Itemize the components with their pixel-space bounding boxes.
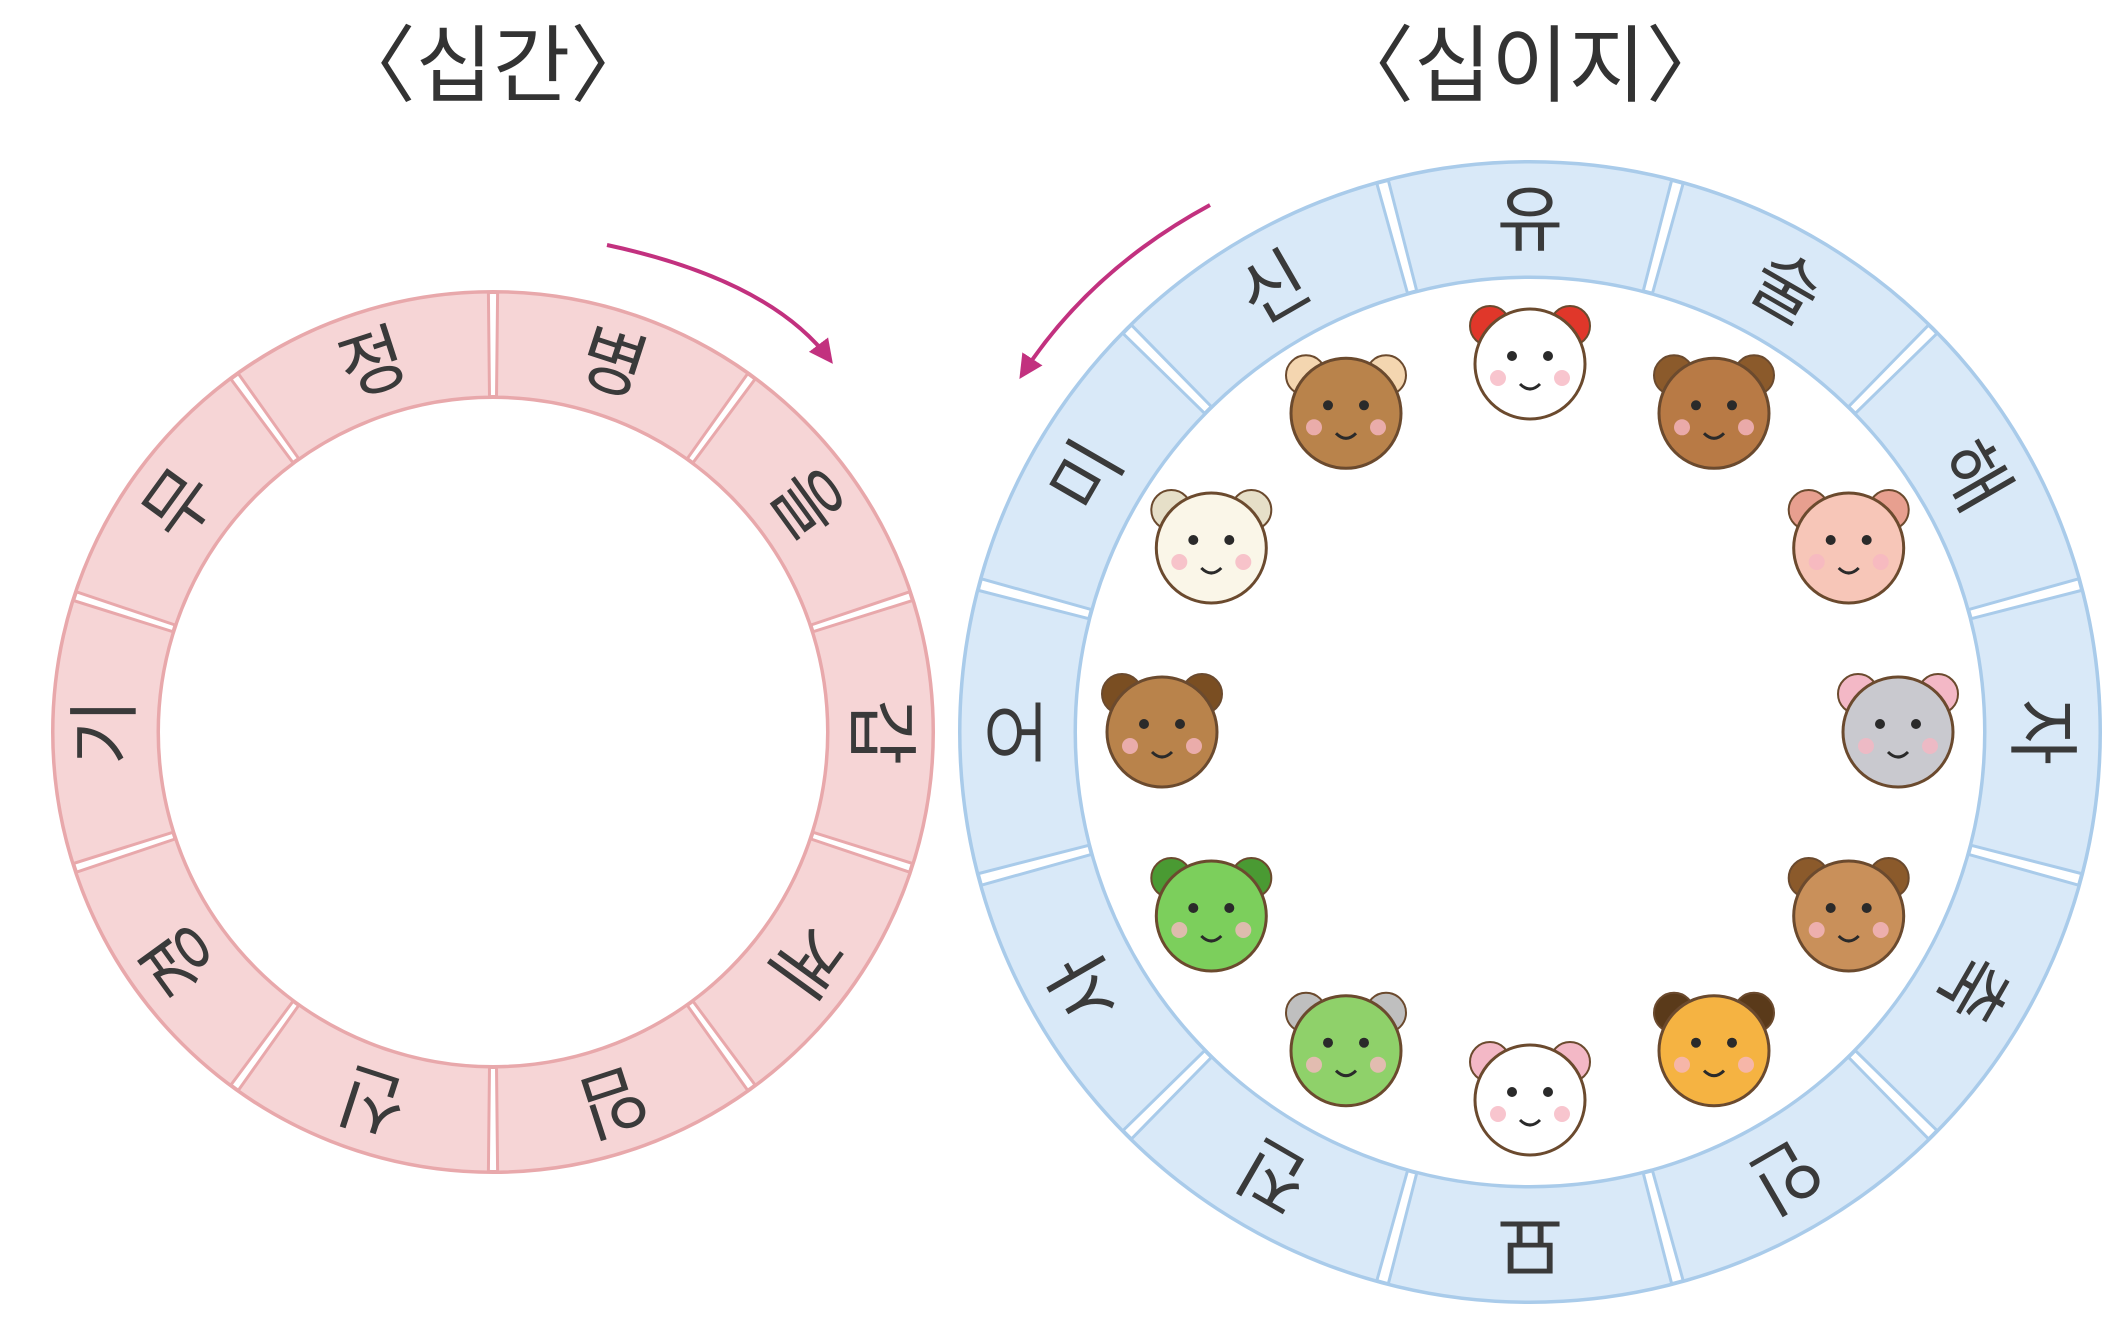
cheongan-segment: [690, 836, 912, 1088]
ox-icon: [1787, 857, 1910, 973]
cheongan-segment: [494, 290, 750, 462]
dragon-icon: [1285, 991, 1407, 1108]
jiji-segment: [1650, 1054, 1931, 1283]
jiji-segment: [1968, 588, 2102, 876]
cheongan-segment: [74, 376, 296, 628]
pig-icon: [1787, 489, 1910, 605]
jiji-segment: [1386, 160, 1674, 294]
cheongan-segment: [810, 598, 935, 866]
jiji-segment: [1650, 181, 1931, 410]
sheep-icon: [1150, 489, 1273, 605]
rooster-icon: [1469, 305, 1591, 421]
cheongan-segment: [51, 598, 176, 866]
cheongan-direction-arrow: [606, 243, 833, 364]
jiji-segment: [1129, 1054, 1410, 1283]
jiji-segment: [958, 588, 1092, 876]
cheongan-title: 〈십간〉: [332, 17, 655, 115]
cheongan-segment: [236, 1002, 492, 1174]
jiji-segment: [1129, 181, 1410, 410]
jiji-segment: [1386, 1170, 1674, 1304]
dog-icon: [1653, 354, 1775, 470]
monkey-icon: [1285, 354, 1407, 470]
tiger-icon: [1653, 991, 1775, 1108]
animal-faces: [1101, 305, 1959, 1157]
jiji-label: 자: [2000, 699, 2084, 765]
jiji-segment: [1852, 852, 2081, 1133]
rat-icon: [1837, 673, 1959, 789]
jiji-title: 〈십이지〉: [1330, 17, 1730, 115]
cheongan-label: 기: [63, 699, 147, 765]
cheongan-segment: [690, 376, 912, 628]
cheongan-label: 갑: [839, 699, 923, 765]
cheongan-segment: [74, 836, 296, 1088]
jiji-label: 유: [1497, 178, 1563, 262]
horse-icon: [1101, 673, 1223, 789]
cheongan-segment: [494, 1002, 750, 1174]
jiji-label: 묘: [1497, 1202, 1563, 1286]
rabbit-icon: [1469, 1041, 1591, 1157]
jiji-segment: [979, 331, 1208, 612]
snake-icon: [1150, 857, 1273, 973]
jiji-segment: [979, 852, 1208, 1133]
jiji-segment: [1852, 331, 2081, 612]
jiji-label: 오: [976, 699, 1060, 765]
cheongan-segment: [236, 290, 492, 462]
jiji-direction-arrow: [1019, 203, 1211, 380]
cheongan-inner-rim: [156, 395, 830, 1069]
